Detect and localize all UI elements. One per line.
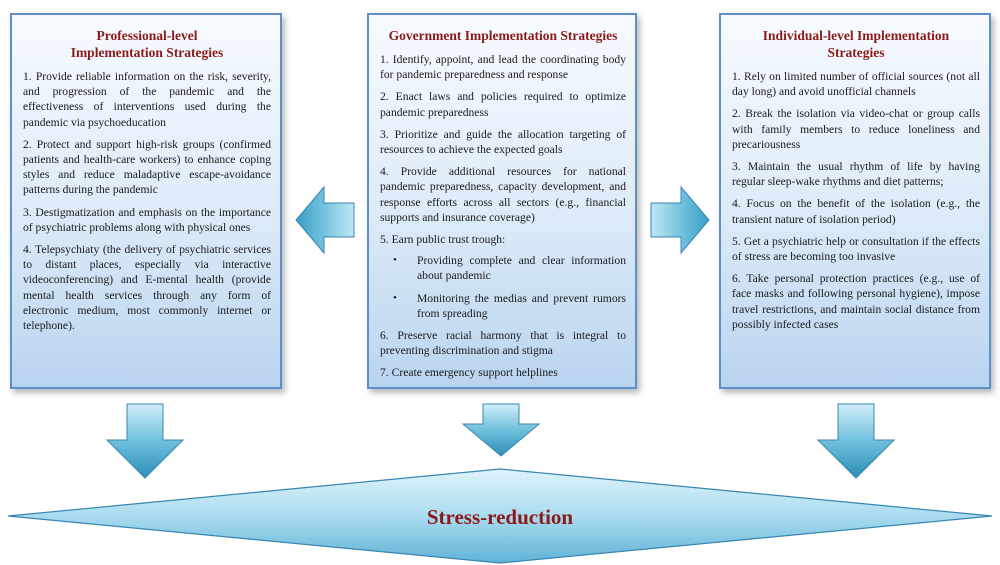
individual-strategies-title: Individual-level Implementation Strategi… bbox=[762, 28, 950, 60]
government-item-2: 2. Enact laws and policies required to o… bbox=[380, 90, 626, 119]
government-item-3: 3. Prioritize and guide the allocation t… bbox=[380, 127, 626, 157]
individual-strategies-box: Individual-level Implementation Strategi… bbox=[719, 13, 991, 389]
government-subitem-1-text: Providing complete and clear information… bbox=[417, 254, 626, 283]
stress-reduction-label: Stress-reduction bbox=[426, 505, 574, 529]
arrow-down-right-icon bbox=[816, 403, 896, 479]
stress-reduction-banner bbox=[7, 468, 993, 564]
government-strategies-title: Government Implementation Strategies bbox=[388, 28, 618, 43]
government-strategies-box: Government Implementation Strategies 1. … bbox=[367, 13, 637, 389]
individual-item-1: 1. Rely on limited number of official so… bbox=[732, 70, 980, 99]
arrow-down-left-icon bbox=[105, 403, 185, 479]
individual-item-4: 4. Focus on the benefit of the isolation… bbox=[732, 197, 980, 226]
individual-item-6: 6. Take personal protection practices (e… bbox=[732, 272, 980, 331]
individual-strategies-list: 1. Rely on limited number of official so… bbox=[732, 69, 980, 332]
individual-item-2: 2. Break the isolation via video-chat or… bbox=[732, 107, 980, 151]
professional-item-3: 3. Destigmatization and emphasis on the … bbox=[23, 205, 271, 234]
arrow-down-center-icon bbox=[461, 403, 541, 457]
government-subitem-list: • Providing complete and clear informati… bbox=[380, 253, 626, 321]
bullet-icon: • bbox=[393, 291, 397, 304]
government-strategies-list: 1. Identify, appoint, and lead the coord… bbox=[380, 52, 626, 381]
professional-item-1: 1. Provide reliable information on the r… bbox=[23, 70, 271, 129]
professional-strategies-title: Professional-level Implementation Strate… bbox=[70, 28, 224, 60]
government-item-4: 4. Provide additional resources for nati… bbox=[380, 165, 626, 224]
professional-strategies-list: 1. Provide reliable information on the r… bbox=[23, 69, 271, 333]
bullet-icon: • bbox=[393, 254, 397, 267]
government-item-7: 7. Create emergency support helplines bbox=[380, 366, 558, 380]
government-item-1: 1. Identify, appoint, and lead the coord… bbox=[380, 53, 626, 82]
government-item-6: 6. Preserve racial harmony that is integ… bbox=[380, 329, 626, 358]
individual-item-5: 5. Get a psychiatric help or consultatio… bbox=[732, 234, 980, 264]
professional-item-2: 2. Protect and support high-risk groups … bbox=[23, 137, 271, 197]
arrow-right-icon bbox=[650, 185, 710, 255]
government-subitem-1: • Providing complete and clear informati… bbox=[380, 253, 626, 283]
government-item-5: 5. Earn public trust trough: • Providing… bbox=[380, 232, 626, 321]
professional-item-4: 4. Telepsychiaty (the delivery of psychi… bbox=[23, 243, 271, 333]
arrow-left-icon bbox=[295, 185, 355, 255]
government-subitem-2-text: Monitoring the medias and prevent rumors… bbox=[417, 291, 626, 320]
government-subitem-2: • Monitoring the medias and prevent rumo… bbox=[380, 291, 626, 321]
individual-item-3: 3. Maintain the usual rhythm of life by … bbox=[732, 160, 980, 189]
government-item-5-text: 5. Earn public trust trough: bbox=[380, 233, 506, 247]
professional-strategies-box: Professional-level Implementation Strate… bbox=[10, 13, 282, 389]
